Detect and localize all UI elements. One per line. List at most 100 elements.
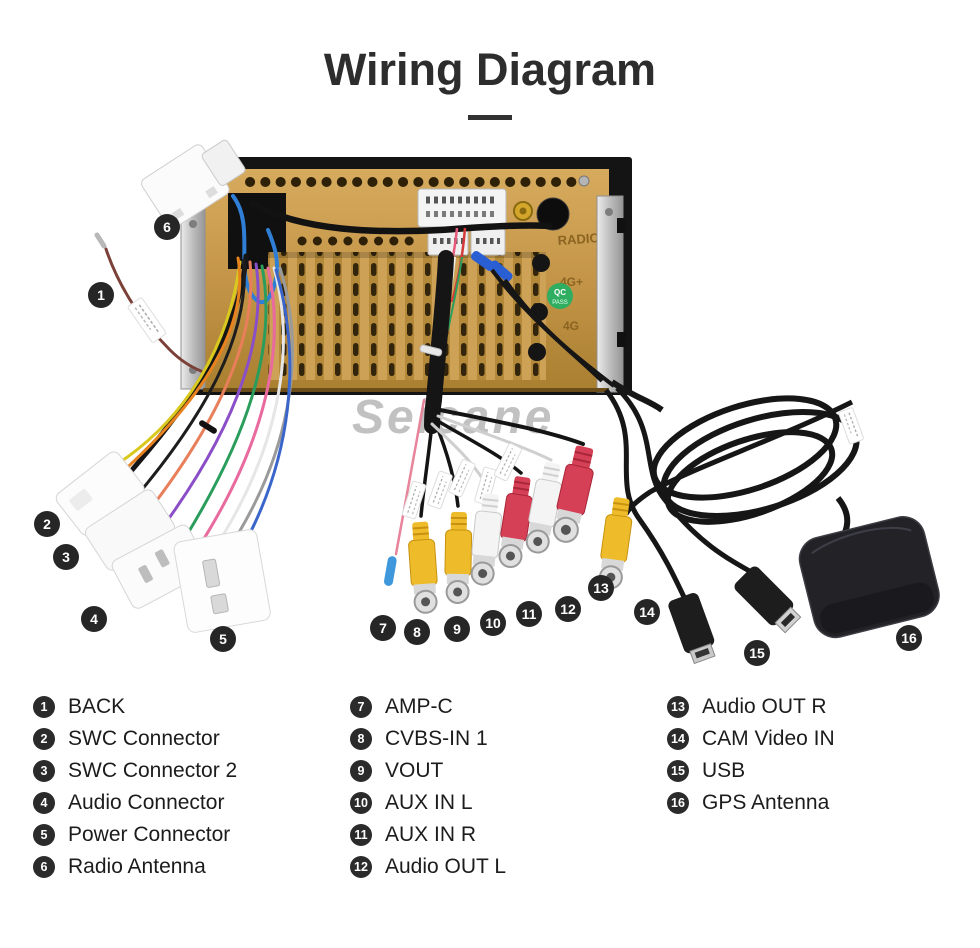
gps-antenna-puck — [798, 516, 940, 639]
legend-label: AUX IN L — [385, 791, 473, 814]
wire-label-flag — [127, 297, 167, 343]
left-bracket — [180, 202, 206, 390]
callout-2: 2 — [34, 511, 60, 537]
legend-badge: 11 — [350, 824, 372, 846]
rca-plug-vout — [444, 511, 473, 604]
amp-c-wire — [394, 398, 426, 556]
port-label-4g-bottom: 4G — [563, 319, 579, 333]
radio-antenna-adapter — [141, 139, 246, 229]
callout-7: 7 — [370, 615, 396, 641]
screw — [578, 175, 590, 187]
svg-text:QC: QC — [554, 288, 566, 297]
legend-label: Audio OUT L — [385, 855, 507, 878]
brand-watermark: Seicane — [352, 391, 554, 444]
callout-11: 11 — [516, 601, 542, 627]
radio-jack — [536, 197, 570, 231]
cam-cable-label-flag — [838, 407, 864, 445]
usb-connector-1 — [668, 593, 716, 665]
sma-antenna-hole — [519, 207, 527, 215]
power-harness-wires — [106, 253, 294, 554]
callout-6: 6 — [154, 214, 180, 240]
wire-tip — [94, 232, 107, 249]
legend-item-audio-out-r: 13 Audio OUT R — [667, 695, 835, 718]
unit-bottom-shadow — [203, 388, 609, 392]
callout-15: 15 — [744, 640, 770, 666]
usb1-cable — [604, 388, 694, 614]
callout-12: 12 — [555, 596, 581, 622]
callout-9: 9 — [444, 616, 470, 642]
legend-badge: 1 — [33, 696, 55, 718]
amp-c-tip — [383, 556, 397, 586]
legend-label: CVBS-IN 1 — [385, 727, 488, 750]
port-hole-1 — [532, 254, 550, 272]
callout-1: 1 — [88, 282, 114, 308]
legend-label: AUX IN R — [385, 823, 477, 846]
legend-label: CAM Video IN — [702, 727, 835, 750]
legend-badge: 16 — [667, 792, 689, 814]
legend-label: GPS Antenna — [702, 791, 830, 814]
legend-badge: 8 — [350, 728, 372, 750]
qc-pass-sticker: QC PASS — [547, 283, 573, 309]
usb2-cable — [615, 386, 762, 580]
callout-13: 13 — [588, 575, 614, 601]
legend-badge: 12 — [350, 856, 372, 878]
rca-plug-cvbs-in1 — [408, 521, 438, 614]
zip-tie — [199, 420, 217, 434]
rca-plug-audio-out-l — [525, 461, 562, 554]
legend-label: VOUT — [385, 759, 444, 782]
legend-badge: 4 — [33, 792, 55, 814]
right-cables — [604, 379, 864, 614]
legend-item-usb: 15 USB — [667, 759, 835, 782]
swc-connector-1 — [55, 451, 145, 536]
legend-label: SWC Connector 2 — [68, 759, 238, 782]
legend-item-cvbs-in-1: 8 CVBS-IN 1 — [350, 727, 506, 750]
right-bracket — [596, 195, 626, 393]
legend-label: Radio Antenna — [68, 855, 206, 878]
legend-badge: 7 — [350, 696, 372, 718]
cam-video-cable — [623, 399, 854, 516]
rca-plug-aux-in-l — [470, 493, 503, 586]
legend-badge: 9 — [350, 760, 372, 782]
legend-label: Power Connector — [68, 823, 231, 846]
legend-item-amp-c: 7 AMP-C — [350, 695, 506, 718]
blue-crimp-connectors — [471, 251, 513, 282]
legend-item-swc-connector-2: 3 SWC Connector 2 — [33, 759, 238, 782]
svg-text:PASS: PASS — [552, 300, 568, 306]
legend-badge: 13 — [667, 696, 689, 718]
title-underline — [468, 115, 512, 120]
legend-label: Audio OUT R — [702, 695, 827, 718]
av-bundle — [419, 227, 616, 434]
legend-badge: 3 — [33, 760, 55, 782]
callout-14: 14 — [634, 599, 660, 625]
callout-8: 8 — [404, 619, 430, 645]
power-connector — [173, 529, 271, 633]
legend-item-audio-out-l: 12 Audio OUT L — [350, 855, 507, 878]
legend-item-aux-in-r: 11 AUX IN R — [350, 823, 506, 846]
legend-badge: 2 — [33, 728, 55, 750]
radio-port-label: RADIO — [557, 230, 600, 248]
legend-badge: 15 — [667, 760, 689, 782]
back-wire — [94, 232, 203, 373]
legend-label: Audio Connector — [68, 791, 225, 814]
legend-item-gps-antenna: 16 GPS Antenna — [667, 791, 835, 814]
rca-branch-wires — [383, 398, 585, 586]
callout-16: 16 — [896, 625, 922, 651]
main-harness-socket — [417, 188, 507, 228]
legend-item-power-connector: 5 Power Connector — [33, 823, 237, 846]
callout-5: 5 — [210, 626, 236, 652]
port-hole-3 — [528, 343, 546, 361]
legend-label: USB — [702, 759, 746, 782]
legend-badge: 5 — [33, 824, 55, 846]
gps-cable-coil — [650, 395, 860, 544]
white-zip-tie — [419, 344, 443, 357]
secondary-sockets — [427, 228, 506, 256]
legend-label: AMP-C — [385, 695, 453, 718]
